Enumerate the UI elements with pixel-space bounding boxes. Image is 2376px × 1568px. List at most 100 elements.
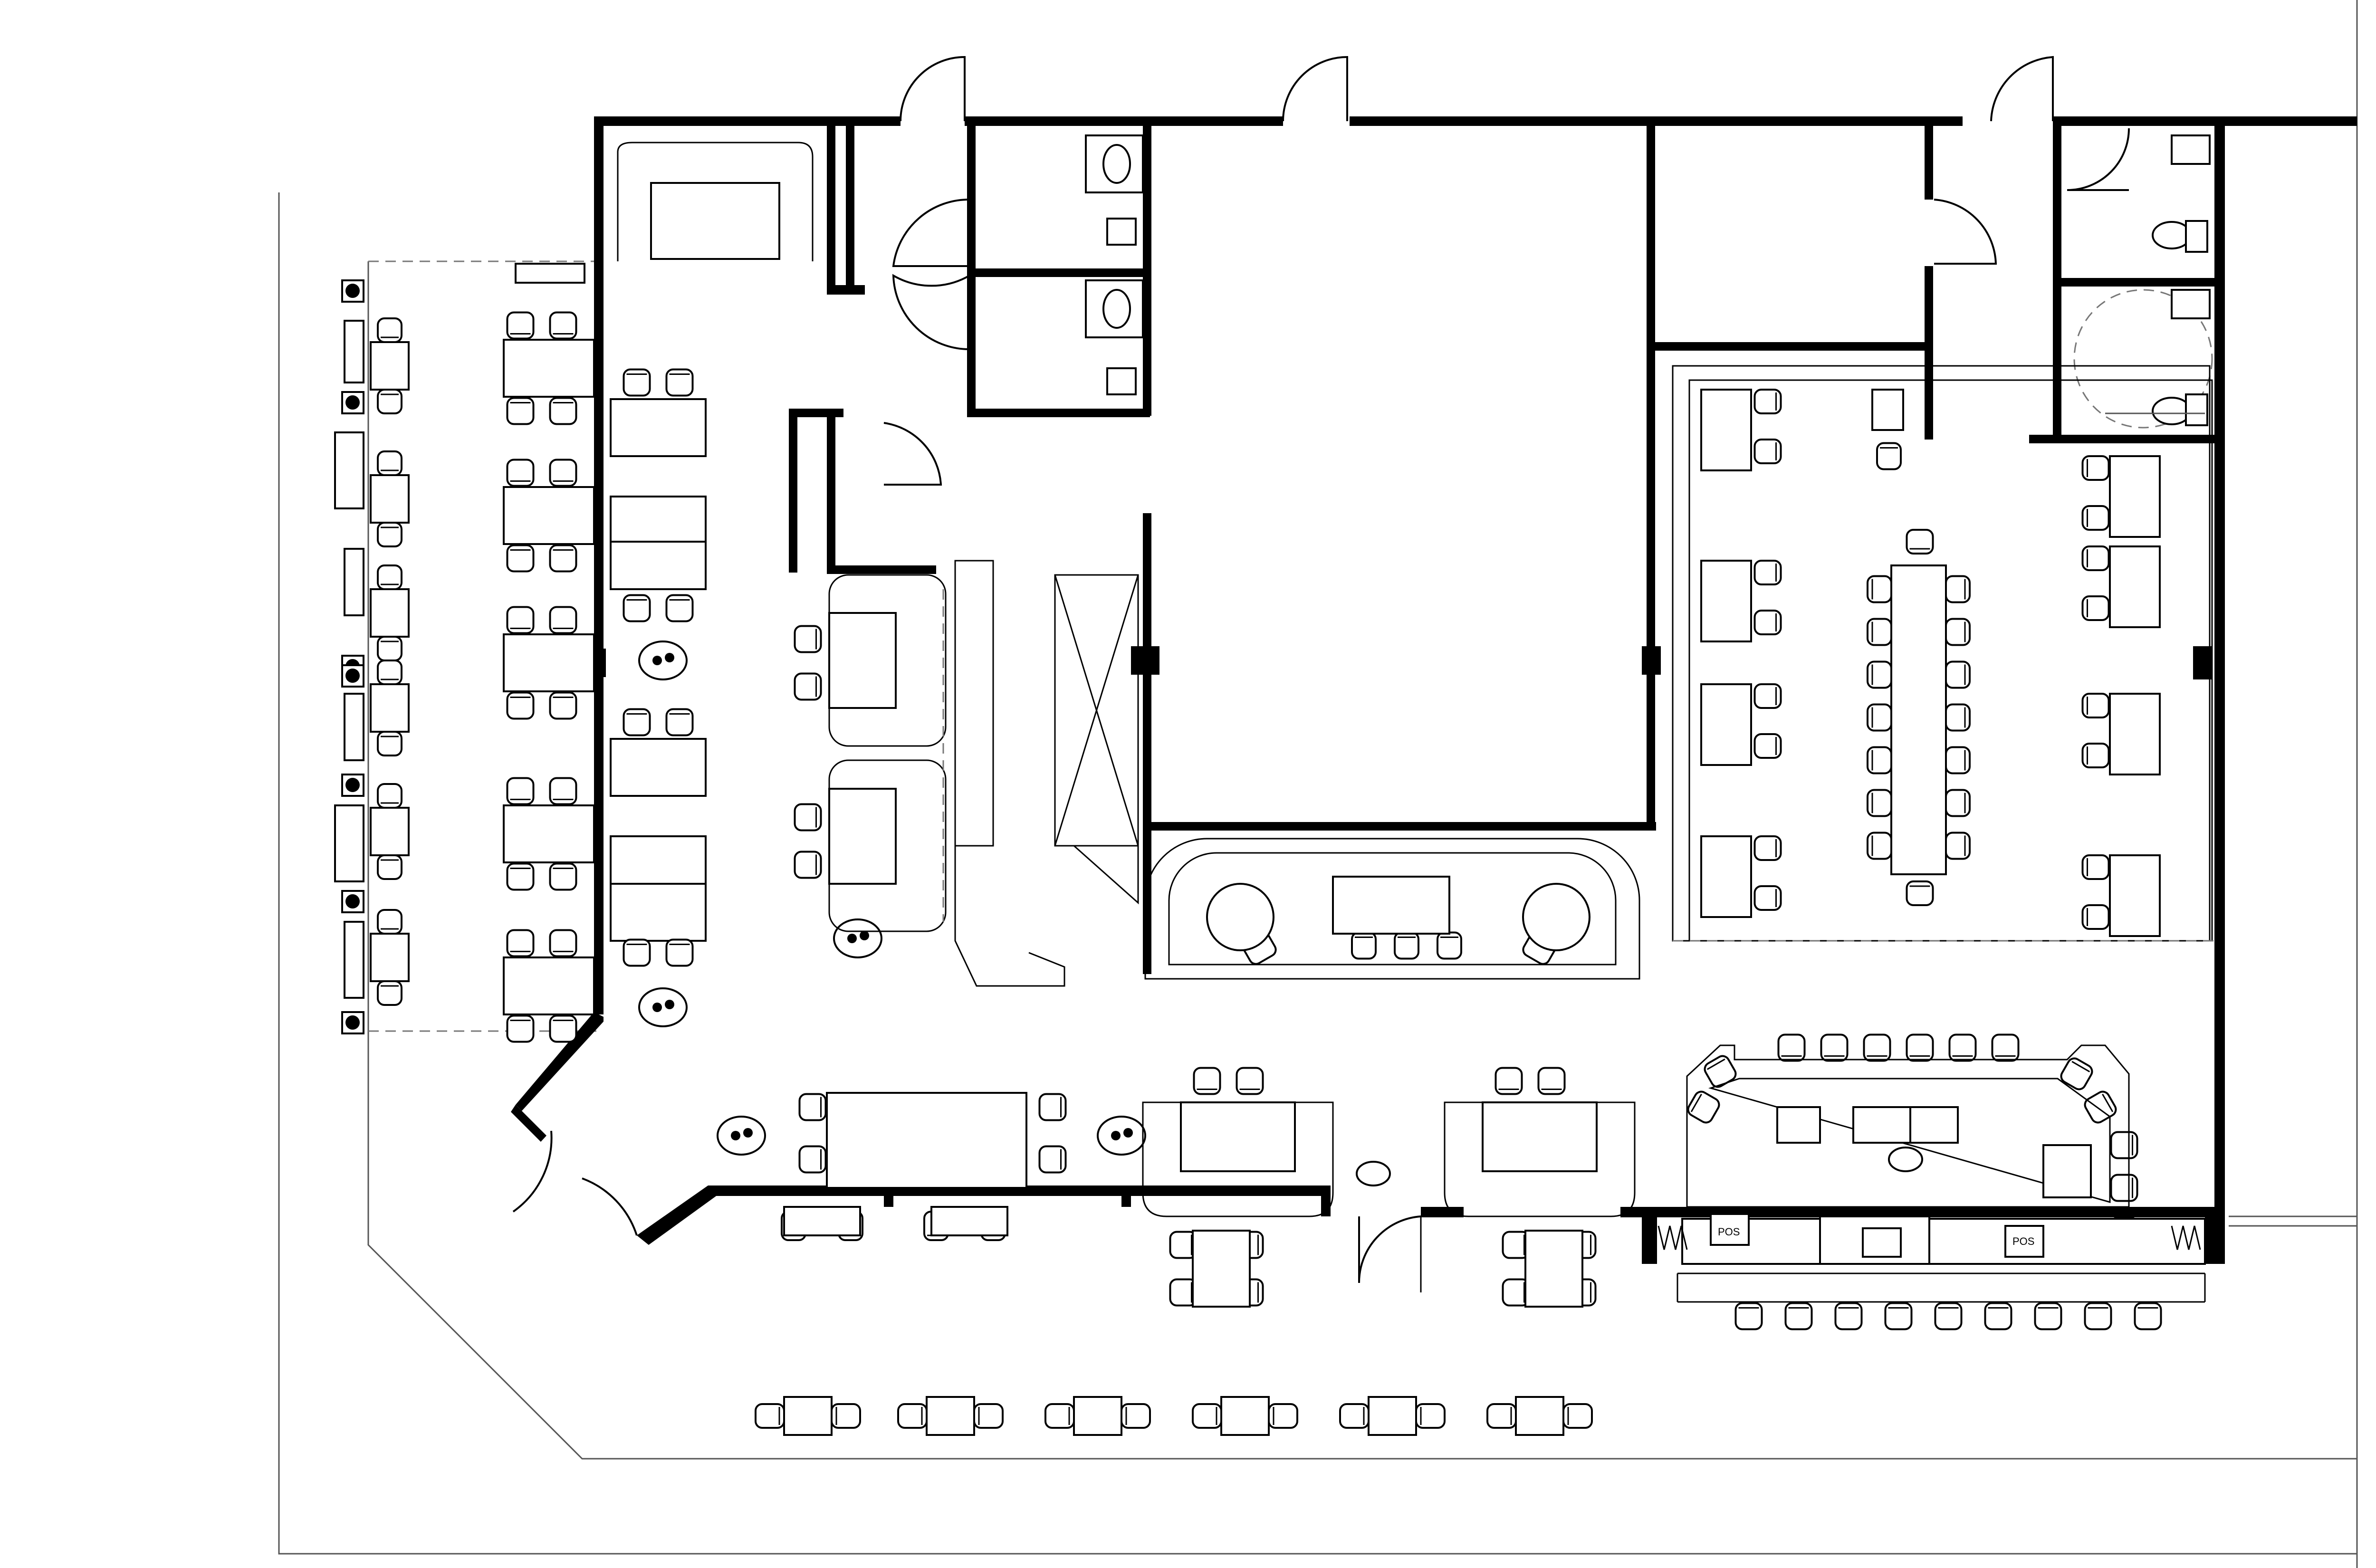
chair: [1863, 1033, 1891, 1062]
booth-table-right: [1700, 389, 1752, 471]
chair: [506, 777, 535, 805]
chair: [1906, 880, 1934, 906]
chair: [1867, 618, 1892, 646]
central-lounge-alcove: [1144, 838, 1640, 980]
round-table-left: [1206, 883, 1274, 951]
chair: [798, 1145, 827, 1174]
chair: [1236, 1067, 1264, 1095]
patio-table-left: [370, 588, 410, 638]
chair: [1991, 1033, 2020, 1062]
patio-table-left: [370, 933, 410, 982]
door-swing-office: [1934, 199, 1997, 265]
chair: [897, 1403, 928, 1429]
planter-long: [334, 804, 364, 882]
chair: [377, 636, 402, 661]
pos-terminal-right[interactable]: [2004, 1225, 2044, 1258]
chair: [1415, 1403, 1446, 1429]
plant-icon: [860, 931, 869, 940]
chair: [1867, 703, 1892, 732]
chair: [377, 854, 402, 880]
chair: [506, 929, 535, 957]
chair: [1784, 1302, 1813, 1330]
patio-table-left: [370, 683, 410, 733]
chair: [2081, 693, 2110, 718]
plant-icon: [665, 653, 674, 662]
pos-terminal-left[interactable]: [1710, 1213, 1750, 1246]
chair: [2134, 1302, 2162, 1330]
restroom-fixtures: [1085, 134, 2211, 426]
chair: [1820, 1033, 1849, 1062]
door-swing-restroom-right: [2067, 128, 2130, 191]
plant-icon: [345, 894, 360, 908]
chair: [2084, 1090, 2117, 1124]
chair: [1753, 560, 1782, 585]
chair: [506, 1014, 535, 1043]
chair: [2081, 904, 2110, 930]
chair: [2110, 1174, 2138, 1202]
chair: [2081, 595, 2110, 621]
chair: [2081, 743, 2110, 768]
chair: [377, 389, 402, 414]
turning-radius-circle: [2073, 289, 2213, 429]
chair: [973, 1403, 1004, 1429]
plant-icon: [847, 934, 857, 943]
table-below-booth: [1192, 1230, 1251, 1308]
patio-table-bottom: [1515, 1396, 1564, 1436]
zigzag-right: [2171, 1225, 2201, 1250]
chair: [623, 594, 651, 622]
chair: [1876, 442, 1902, 470]
chair: [1268, 1403, 1298, 1429]
chair: [1753, 835, 1782, 861]
chair: [1193, 1067, 1221, 1095]
chair: [2084, 1302, 2112, 1330]
chair: [1038, 1093, 1067, 1121]
doors: [512, 56, 2213, 1292]
lounge-counter: [1332, 876, 1450, 935]
chair: [1753, 733, 1782, 759]
zigzag-left: [1657, 1225, 1688, 1250]
planter-long: [344, 693, 364, 761]
chair: [377, 522, 402, 547]
chair: [549, 862, 577, 891]
patio-table-right: [503, 804, 595, 863]
patio-table-left: [370, 341, 410, 391]
dining-table-left: [610, 398, 707, 457]
chair: [794, 803, 822, 832]
chair: [506, 691, 535, 720]
patio-table-right: [503, 633, 595, 692]
booth-table-1: [828, 612, 897, 709]
plant-icon: [1123, 1128, 1133, 1138]
patio-table-right: [503, 956, 595, 1015]
table-row-front: [783, 1206, 861, 1236]
chair: [377, 317, 402, 343]
chair: [377, 980, 402, 1006]
dining-table-left: [610, 496, 707, 545]
chair: [1753, 439, 1782, 464]
dining-table-left: [610, 541, 707, 590]
banquette-top: [617, 142, 814, 261]
chair: [1834, 1302, 1863, 1330]
plant-icon: [345, 669, 360, 683]
chair: [1777, 1033, 1806, 1062]
chair: [623, 368, 651, 397]
chair: [1945, 703, 1971, 732]
communal-table: [1890, 564, 1947, 875]
plant-icon: [345, 1015, 360, 1030]
chair: [549, 544, 577, 573]
chair: [506, 862, 535, 891]
chair: [794, 672, 822, 701]
chair: [377, 783, 402, 809]
planter-round: [1097, 1116, 1146, 1156]
chair: [1867, 789, 1892, 817]
chair: [2081, 455, 2110, 481]
booth-table-right: [1700, 560, 1752, 642]
chair: [1687, 1090, 1720, 1124]
planter-long: [344, 320, 364, 383]
patio-table-right: [503, 486, 595, 545]
chair: [1351, 931, 1377, 960]
chair: [1753, 885, 1782, 911]
chair: [665, 594, 694, 622]
plant-icon: [731, 1131, 740, 1140]
planter-long: [344, 548, 364, 616]
